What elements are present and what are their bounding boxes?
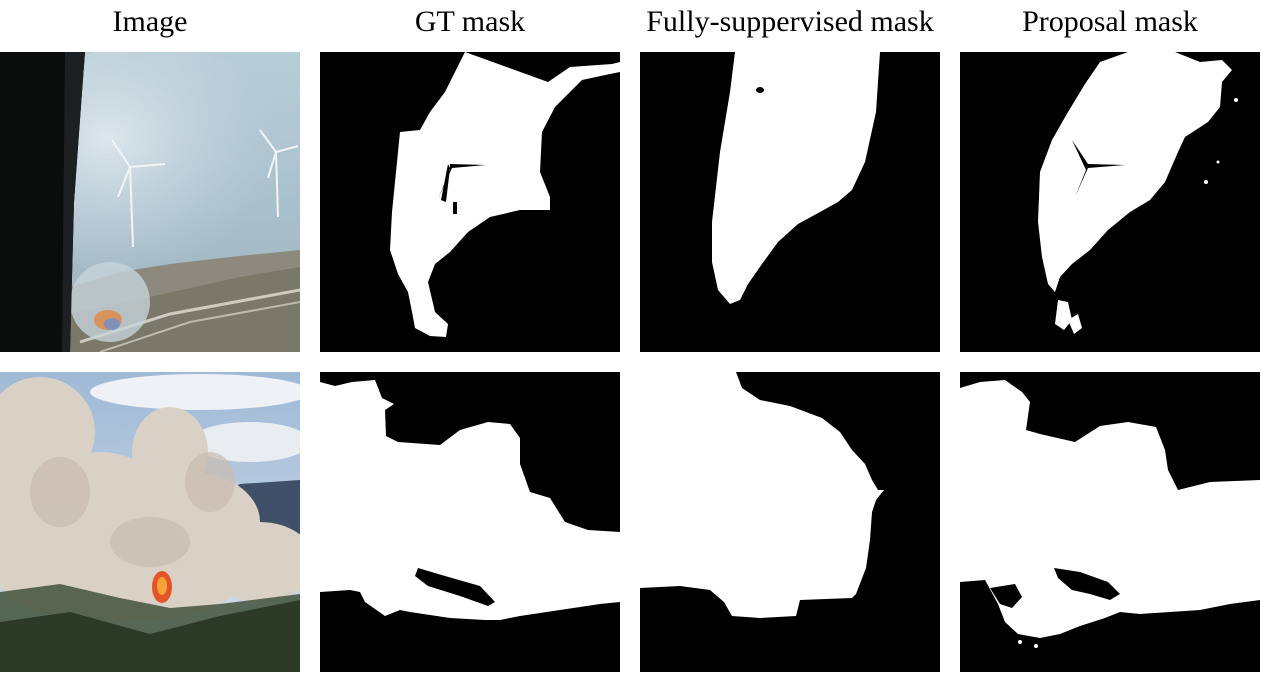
column-header-gt-mask: GT mask [414, 5, 526, 38]
row1-fully-supervised-mask [640, 52, 940, 352]
row2-gt-mask [320, 372, 620, 672]
column-header-image: Image [112, 5, 188, 38]
row2-fully-supervised-mask [640, 372, 940, 672]
row2-input-image [0, 372, 300, 672]
column-header-proposal-mask: Proposal mask [1022, 5, 1198, 38]
row1-input-image [0, 52, 300, 352]
row1-proposal-mask [960, 52, 1260, 352]
row1-gt-mask [320, 52, 620, 352]
column-header-fully-supervised-mask: Fully-suppervised mask [646, 5, 934, 38]
row2-proposal-mask [960, 372, 1260, 672]
